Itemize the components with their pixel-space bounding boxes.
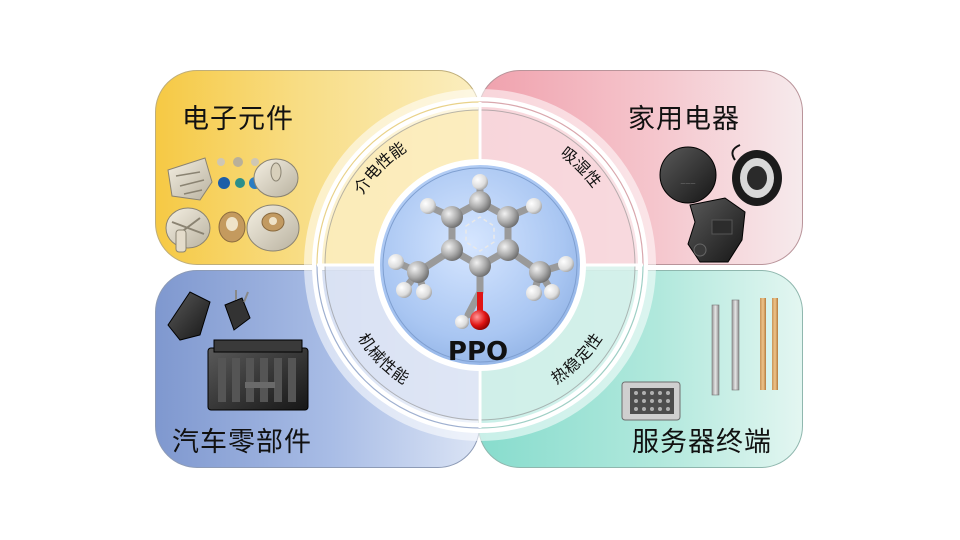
electronic-parts-image bbox=[165, 157, 300, 253]
server-terminal-parts-image bbox=[621, 298, 778, 421]
home-appliances-label: 家用电器 bbox=[628, 104, 740, 135]
center-label: PPO bbox=[448, 337, 508, 367]
svg-text:———: ——— bbox=[681, 181, 696, 187]
auto-parts-label: 汽车零部件 bbox=[172, 427, 312, 458]
electronic-components-label: 电子元件 bbox=[182, 104, 294, 135]
auto-parts-image bbox=[167, 290, 309, 411]
home-appliance-parts-image: ——— bbox=[659, 144, 782, 263]
server-terminal-label: 服务器终端 bbox=[632, 427, 772, 458]
ppo-molecule-icon bbox=[388, 174, 574, 330]
